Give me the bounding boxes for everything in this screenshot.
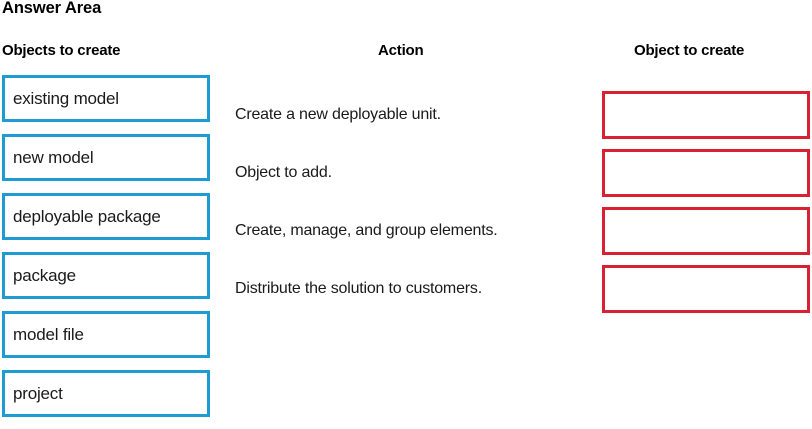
action-text: Create a new deployable unit. (235, 106, 441, 123)
column-header-object-to-create: Object to create (634, 42, 745, 59)
action-text: Distribute the solution to customers. (235, 280, 482, 297)
source-tile[interactable]: existing model (2, 75, 210, 122)
action-row: Object to add. (235, 149, 595, 197)
dropzone-list (602, 91, 810, 323)
source-tile-label: existing model (13, 88, 119, 108)
source-tile-label: model file (13, 324, 84, 344)
action-row: Create a new deployable unit. (235, 91, 595, 139)
source-tile-label: deployable package (13, 206, 161, 226)
action-text: Create, manage, and group elements. (235, 222, 498, 239)
source-tile-label: package (13, 265, 76, 285)
action-list: Create a new deployable unit. Object to … (235, 91, 595, 323)
dropzone[interactable] (602, 207, 810, 255)
page-title: Answer Area (2, 0, 102, 17)
source-tile-list: existing model new model deployable pack… (2, 75, 210, 429)
source-tile[interactable]: deployable package (2, 193, 210, 240)
action-row: Create, manage, and group elements. (235, 207, 595, 255)
source-tile[interactable]: model file (2, 311, 210, 358)
dropzone[interactable] (602, 265, 810, 313)
dropzone[interactable] (602, 91, 810, 139)
column-header-objects-to-create: Objects to create (2, 42, 121, 59)
source-tile-label: new model (13, 147, 94, 167)
action-text: Object to add. (235, 164, 332, 181)
source-tile[interactable]: project (2, 370, 210, 417)
action-row: Distribute the solution to customers. (235, 265, 595, 313)
column-header-action: Action (378, 42, 424, 59)
source-tile[interactable]: package (2, 252, 210, 299)
source-tile[interactable]: new model (2, 134, 210, 181)
dropzone[interactable] (602, 149, 810, 197)
source-tile-label: project (13, 383, 63, 403)
